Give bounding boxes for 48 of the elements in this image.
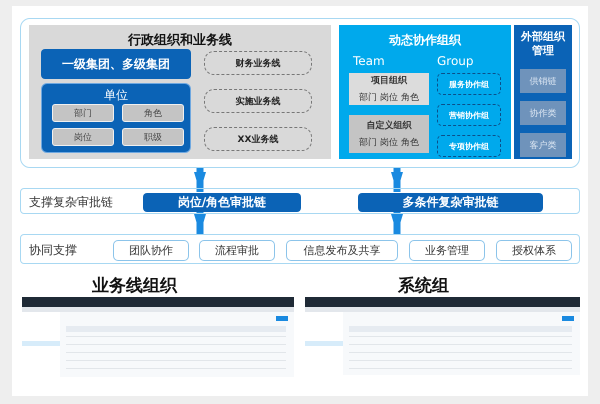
card xyxy=(349,115,429,153)
column-heading: Group xyxy=(437,54,474,68)
panel xyxy=(29,25,331,159)
card-title: 项目组织 xyxy=(371,74,407,87)
card-title: 自定义组织 xyxy=(366,119,412,132)
dashed-box: 实施业务线 xyxy=(204,89,312,113)
panel xyxy=(339,25,511,159)
panel xyxy=(514,25,572,159)
rounded-box: 业务管理 xyxy=(409,240,485,261)
dashed-box: 服务协作组 xyxy=(437,73,501,95)
heading: 协同支撑 xyxy=(29,242,77,259)
arrow xyxy=(194,211,206,234)
heading: 外部组织管理 xyxy=(520,30,566,58)
rounded-box: 信息发布及共享 xyxy=(286,240,398,261)
tag: 职级 xyxy=(122,128,184,146)
dashed-box: 营销协作组 xyxy=(437,104,501,126)
rounded-box: 团队协作 xyxy=(113,240,189,261)
rounded-box: 流程审批 xyxy=(199,240,275,261)
section-heading: 系统组 xyxy=(398,275,449,297)
tag: 协作类 xyxy=(520,101,566,125)
row-panel xyxy=(20,188,580,214)
heading: 动态协作组织 xyxy=(388,32,462,49)
dashed-box: 财务业务线 xyxy=(204,51,312,75)
column-heading: Team xyxy=(353,54,385,68)
heading: 单位 xyxy=(103,87,129,104)
arrow xyxy=(391,168,403,192)
dashed-box: XX业务线 xyxy=(204,127,312,151)
heading: 支撑复杂审批链 xyxy=(29,194,113,211)
card-text: 部门 岗位 角色 xyxy=(359,136,419,149)
panel xyxy=(41,83,191,153)
section-heading: 业务线组织 xyxy=(92,275,177,297)
process-box: 岗位/角色审批链 xyxy=(143,193,301,212)
tag: 角色 xyxy=(122,104,184,122)
card xyxy=(349,73,429,105)
card-text: 部门 岗位 角色 xyxy=(359,92,419,104)
arrow xyxy=(391,211,403,234)
arrow xyxy=(194,168,206,192)
process-box: 多条件复杂审批链 xyxy=(358,193,543,212)
tag: 供销链 xyxy=(520,69,566,93)
tag: 客户类 xyxy=(520,133,566,157)
group-frame xyxy=(20,18,580,168)
rounded-box: 授权体系 xyxy=(496,240,572,261)
row-panel xyxy=(20,234,580,264)
dashed-box: 专项协作组 xyxy=(437,135,501,157)
heading: 行政组织和业务线 xyxy=(126,32,233,49)
tag: 岗位 xyxy=(52,128,114,146)
process-box: 一级集团、多级集团 xyxy=(41,49,191,79)
tag: 部门 xyxy=(52,104,114,122)
